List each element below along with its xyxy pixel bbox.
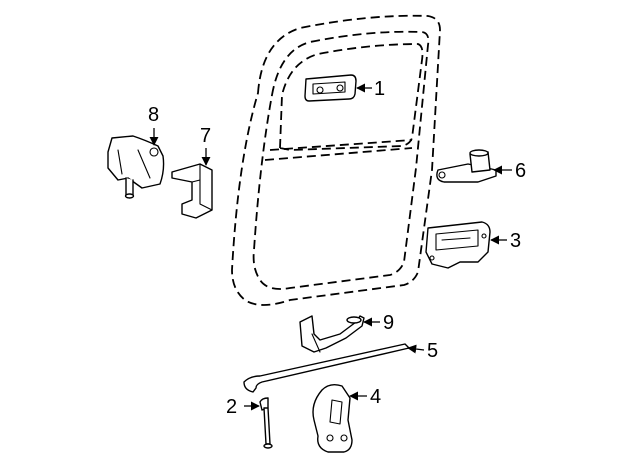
part-6-actuator bbox=[436, 149, 497, 183]
leader-5 bbox=[407, 344, 425, 354]
part-5-rod bbox=[243, 343, 410, 393]
part-7-bracket bbox=[171, 163, 213, 219]
part-2-rod-clip bbox=[259, 397, 273, 449]
part-3-latch-assembly bbox=[425, 221, 491, 269]
callout-9: 9 bbox=[383, 312, 394, 334]
part-4-latch bbox=[312, 383, 353, 453]
part-8-hinge bbox=[107, 135, 165, 199]
callout-5: 5 bbox=[427, 340, 438, 362]
callout-4: 4 bbox=[370, 386, 381, 408]
door-outline bbox=[231, 14, 441, 306]
callout-2: 2 bbox=[226, 396, 237, 418]
leader-lines bbox=[149, 83, 512, 411]
callout-7: 7 bbox=[200, 125, 211, 147]
part-1-interior-handle bbox=[304, 74, 357, 102]
callout-labels: 1 8 7 6 3 9 5 4 2 bbox=[148, 78, 526, 418]
callout-3: 3 bbox=[510, 230, 521, 252]
callout-1: 1 bbox=[374, 78, 385, 100]
part-9-door-check bbox=[299, 315, 365, 353]
callout-8: 8 bbox=[148, 104, 159, 126]
callout-6: 6 bbox=[515, 160, 526, 182]
